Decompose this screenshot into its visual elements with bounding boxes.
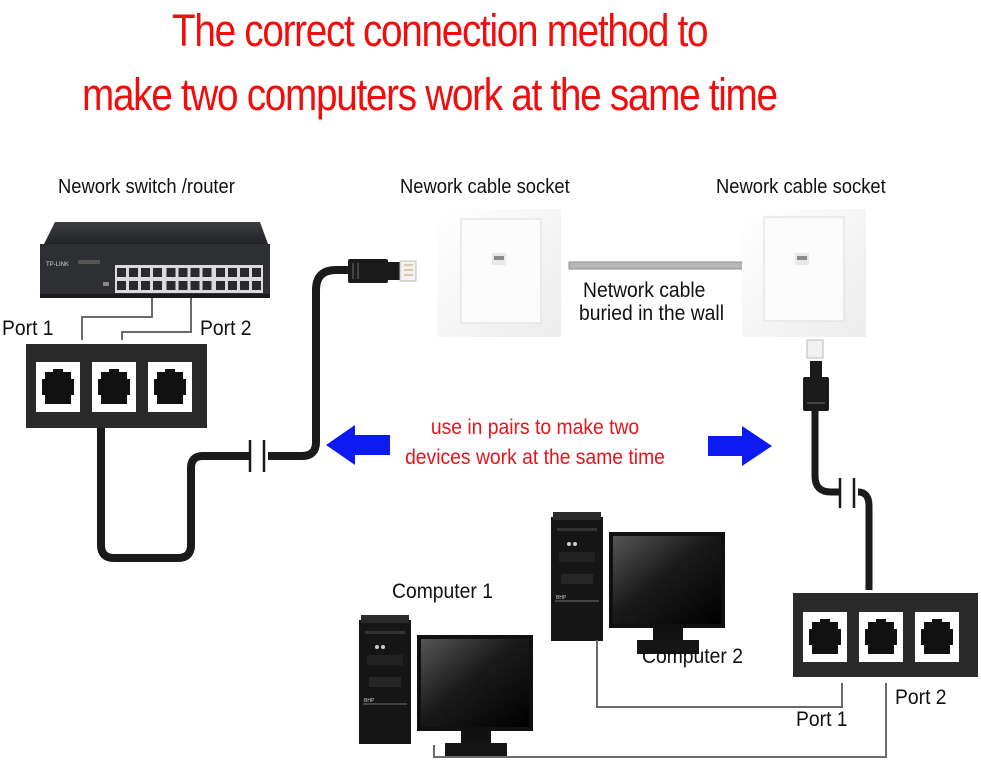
left-cable [97,266,352,562]
title-line-2: make two computers work at the same time [82,69,778,120]
switch-port [240,268,249,277]
left-cable-break-marks [248,440,266,472]
switch-port [202,268,212,277]
wall-socket-left [437,209,561,337]
switch-port [166,268,176,277]
switch-port [240,281,249,290]
right-port-2-label: Port 2 [895,686,947,709]
wall-cable-label-line-2: buried in the wall [579,302,724,325]
switch-port [228,281,237,290]
left-splitter [26,344,207,428]
switch-port [141,268,150,277]
switch-port [117,281,126,290]
right-rj45-plug [803,339,829,411]
switch-port [178,268,188,277]
switch-port [216,281,225,290]
svg-text:TP-LINK: TP-LINK [46,262,69,268]
network-switch: TP-LINK [40,222,270,298]
switch-port [117,268,126,277]
switch-port [166,281,176,290]
switch-port-wires [81,298,192,340]
switch-port [228,268,237,277]
switch-port [153,281,162,290]
right-cable [811,411,873,590]
switch-label: Nework switch /router [58,176,235,198]
left-port-2-label: Port 2 [200,317,252,340]
switch-port [190,268,200,277]
socket-left-label: Nework cable socket [400,176,570,198]
pairs-note: use in pairs to make two devices work at… [383,413,687,473]
switch-port [202,281,212,290]
switch-port [252,281,261,290]
arrow-left-icon [326,425,390,465]
switch-port [129,268,138,277]
right-splitter [793,593,978,677]
right-cable-break-marks [838,478,856,508]
switch-port [141,281,150,290]
computer-2 [551,512,725,654]
pairs-note-line-1: use in pairs to make two [430,416,640,439]
switch-port [129,281,138,290]
left-port-1-label: Port 1 [2,317,54,340]
right-port-1-label: Port 1 [796,708,848,731]
pairs-note-line-2: devices work at the same time [405,446,665,469]
wall-socket-right [742,209,866,337]
title-line-1: The correct connection method to [172,5,709,56]
wall-cable-label-line-1: Network cable [583,279,706,302]
switch-port [190,281,200,290]
switch-port-panel [115,265,263,293]
socket-right-label: Nework cable socket [716,176,886,198]
left-rj45-plug [348,259,417,283]
computer-1 [359,615,533,757]
arrow-right-icon [708,426,772,466]
computer-port-wires [433,640,887,758]
wall-cable [568,261,744,270]
switch-port [216,268,225,277]
switch-port [153,268,162,277]
computer-2-label: Computer 2 [642,645,743,668]
switch-port [178,281,188,290]
computer-1-label: Computer 1 [392,580,493,603]
switch-port [252,268,261,277]
